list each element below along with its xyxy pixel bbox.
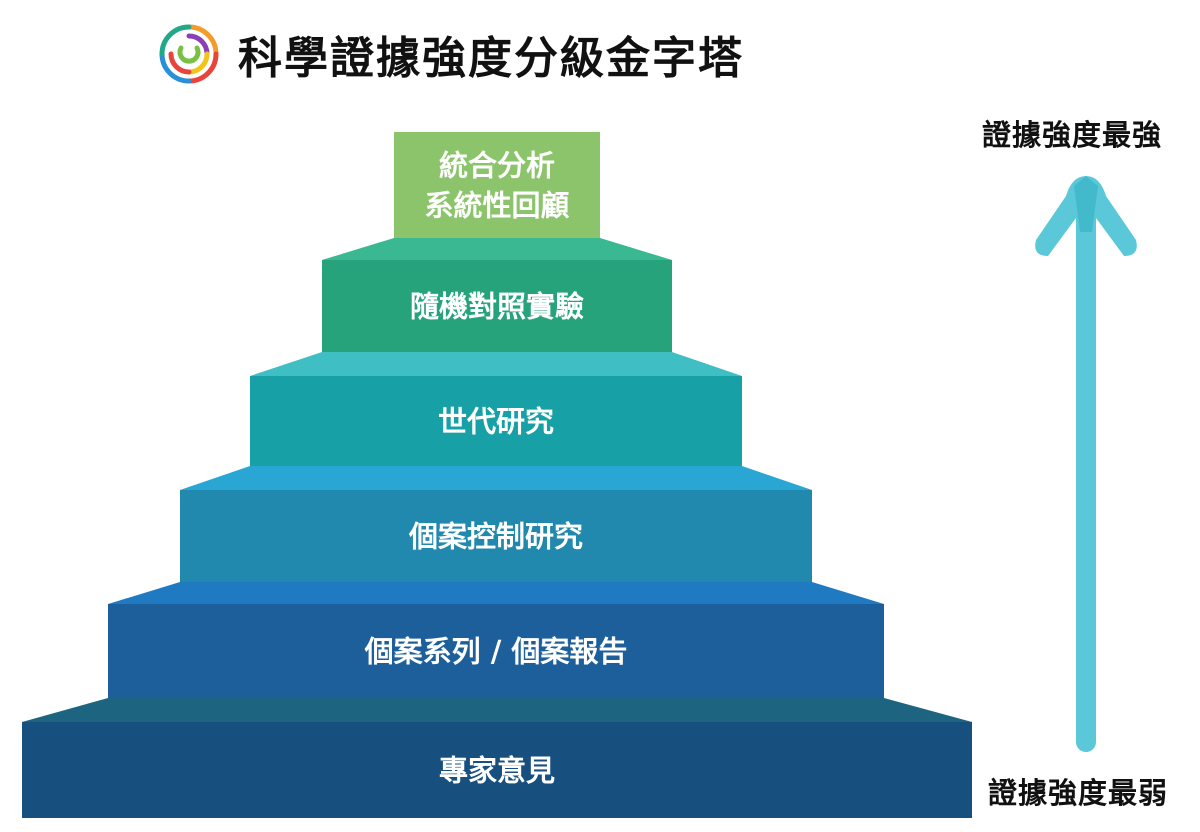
pyramid-tier-label: 統合分析 <box>439 148 555 182</box>
pyramid-tier-label: 世代研究 <box>438 404 554 438</box>
pyramid-tier-ledge <box>22 698 972 722</box>
pyramid-tier <box>22 722 972 818</box>
up-arrow-icon <box>1035 176 1137 752</box>
weakest-evidence-label: 證據強度最弱 <box>988 776 1169 810</box>
pyramid-tier <box>394 132 600 238</box>
pyramid-tier-label: 專家意見 <box>439 753 555 787</box>
strongest-evidence-label: 證據強度最強 <box>982 118 1163 152</box>
concentric-rings-logo-icon <box>159 24 219 84</box>
pyramid-tier-ledge <box>322 238 672 260</box>
pyramid-tier-label: 系統性回顧 <box>424 188 569 222</box>
pyramid-tier-label: 個案控制研究 <box>408 519 583 553</box>
pyramid-tier-ledge <box>108 582 884 604</box>
page-title: 科學證據強度分級金字塔 <box>238 33 744 84</box>
pyramid-tier <box>180 490 812 582</box>
header: 科學證據強度分級金字塔 <box>158 22 744 86</box>
pyramid-tier-label: 隨機對照實驗 <box>410 289 584 323</box>
pyramid-tier <box>322 260 672 352</box>
pyramid-tier <box>250 376 742 466</box>
pyramid-tier-ledge <box>250 352 742 376</box>
pyramid-tier <box>108 604 884 698</box>
pyramid-tier-ledge <box>180 466 812 490</box>
pyramid-tier-label: 個案系列 / 個案報告 <box>364 634 628 668</box>
